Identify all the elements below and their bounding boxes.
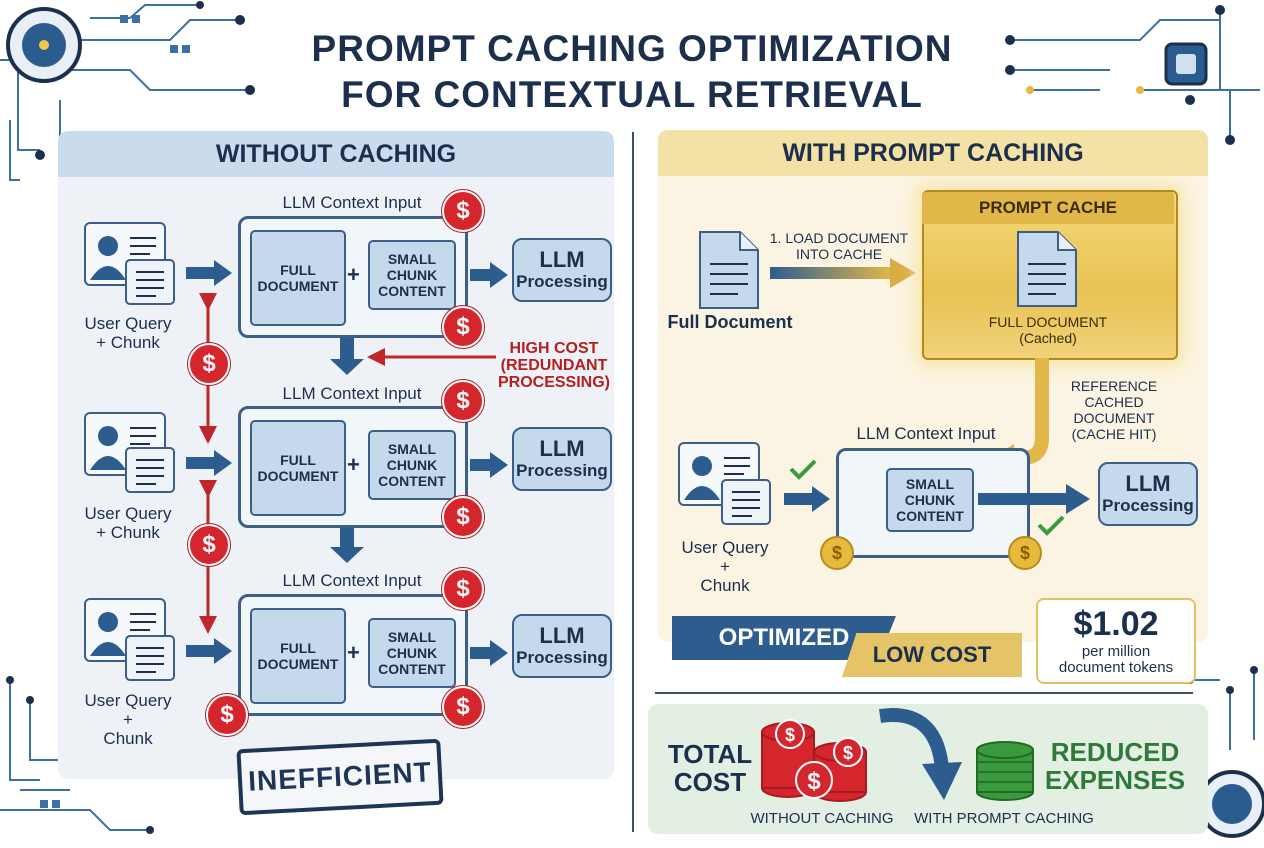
flow-arrow (186, 260, 232, 286)
gold-coin-icon: $ (820, 536, 854, 570)
flow-arrow (978, 484, 1090, 514)
low-cost-banner: LOW COST (842, 633, 1022, 677)
load-arrow (770, 258, 916, 288)
red-coin-stack-icon: $ $ $ (761, 719, 867, 802)
reduced-expenses-label: REDUCED EXPENSES (1044, 737, 1186, 795)
llm-processing-box: LLM Processing (512, 614, 612, 678)
title-line-1: PROMPT CACHING OPTIMIZATION (311, 28, 953, 69)
circuit-decoration-bottom-left (0, 676, 154, 834)
price-unit: per million document tokens (1058, 643, 1174, 676)
panel-divider (632, 132, 634, 832)
flow-arrow (470, 640, 508, 666)
cost-coin-icon: $ (442, 686, 484, 728)
without-caching-heading: WITHOUT CACHING (58, 131, 614, 177)
llm-context-input-label: LLM Context Input (856, 424, 996, 443)
small-chunk-card: SMALL CHUNK CONTENT (368, 240, 456, 310)
user-query-label: User Query + Chunk (84, 691, 172, 748)
plus-sign: + (347, 640, 360, 665)
section-separator (655, 692, 1193, 694)
inefficient-stamp: INEFFICIENT (236, 738, 444, 816)
cost-coin-icon: $ (442, 306, 484, 348)
small-chunk-card: SMALL CHUNK CONTENT (368, 618, 456, 688)
total-cost-label: TOTAL COST (667, 739, 753, 797)
price-box: $1.02 per million document tokens (1036, 598, 1196, 684)
dollar-sign-icon: $ (785, 725, 795, 745)
circuit-decoration-top-left (0, 1, 255, 181)
full-document-label: Full Document (667, 312, 793, 332)
processing-label: Processing (516, 648, 608, 667)
llm-processing-box: LLM Processing (1098, 462, 1198, 526)
small-chunk-card: SMALL CHUNK CONTENT (368, 430, 456, 500)
cost-coin-icon: $ (188, 524, 230, 566)
dollar-sign-icon: $ (843, 743, 853, 763)
cost-coin-icon: $ (442, 568, 484, 610)
cost-coin-icon: $ (442, 380, 484, 422)
chat-document-icon (721, 479, 771, 525)
green-coin-stack-icon (976, 741, 1034, 801)
llm-context-input-label: LLM Context Input (282, 384, 422, 403)
plus-sign: + (347, 262, 360, 287)
price-value: $1.02 (1073, 605, 1159, 643)
page-title: PROMPT CACHING OPTIMIZATION FOR CONTEXTU… (0, 26, 1264, 118)
llm-label: LLM (539, 436, 585, 461)
document-icon (699, 231, 759, 309)
check-icon (1037, 515, 1065, 536)
flow-arrow (470, 452, 508, 478)
high-cost-label: HIGH COST (REDUNDANT PROCESSING) (497, 340, 610, 391)
user-query-label: User Query + Chunk (681, 538, 769, 595)
dollar-sign-icon: $ (807, 768, 821, 795)
prompt-cache-title: PROMPT CACHE (922, 192, 1174, 224)
with-caching-caption: WITH PROMPT CACHING (914, 810, 1094, 827)
chat-document-icon (125, 447, 175, 493)
cost-coin-icon: $ (206, 694, 248, 736)
processing-label: Processing (516, 461, 608, 480)
plus-sign: + (347, 452, 360, 477)
cost-coin-icon: $ (188, 343, 230, 385)
llm-label: LLM (539, 623, 585, 648)
llm-label: LLM (1125, 471, 1171, 496)
cost-coin-icon: $ (442, 190, 484, 232)
reduction-arrow (879, 708, 962, 800)
cached-document-label: FULL DOCUMENT (Cached) (988, 314, 1108, 346)
user-query-label: User Query + Chunk (84, 504, 172, 542)
flow-arrow (186, 450, 232, 476)
llm-context-input-label: LLM Context Input (282, 193, 422, 212)
circuit-decoration-top-right (1005, 5, 1260, 145)
llm-label: LLM (539, 247, 585, 272)
flow-arrow (186, 638, 232, 664)
without-caching-caption: WITHOUT CACHING (750, 810, 894, 827)
small-chunk-card: SMALL CHUNK CONTENT (886, 468, 974, 532)
processing-label: Processing (516, 272, 608, 291)
full-document-card: FULL DOCUMENT (250, 230, 346, 326)
cached-document-icon (1017, 231, 1077, 307)
circuit-decoration-bottom-right (1186, 666, 1264, 838)
full-document-card: FULL DOCUMENT (250, 420, 346, 516)
user-query-label: User Query + Chunk (84, 314, 172, 352)
chat-document-icon (125, 259, 175, 305)
gold-coin-icon: $ (1008, 536, 1042, 570)
cost-coin-icon: $ (442, 496, 484, 538)
title-line-2: FOR CONTEXTUAL RETRIEVAL (341, 74, 923, 115)
chat-document-icon (125, 635, 175, 681)
llm-processing-box: LLM Processing (512, 238, 612, 302)
with-caching-heading: WITH PROMPT CACHING (658, 130, 1208, 176)
flow-arrow (784, 486, 830, 512)
llm-context-input-label: LLM Context Input (282, 571, 422, 590)
llm-processing-box: LLM Processing (512, 427, 612, 491)
full-document-card: FULL DOCUMENT (250, 608, 346, 704)
reference-cached-label: REFERENCE CACHED DOCUMENT (CACHE HIT) (1070, 378, 1158, 442)
processing-label: Processing (1102, 496, 1194, 515)
check-icon (789, 459, 817, 480)
load-document-label: 1. LOAD DOCUMENT INTO CACHE (769, 230, 909, 262)
flow-arrow (470, 262, 508, 288)
